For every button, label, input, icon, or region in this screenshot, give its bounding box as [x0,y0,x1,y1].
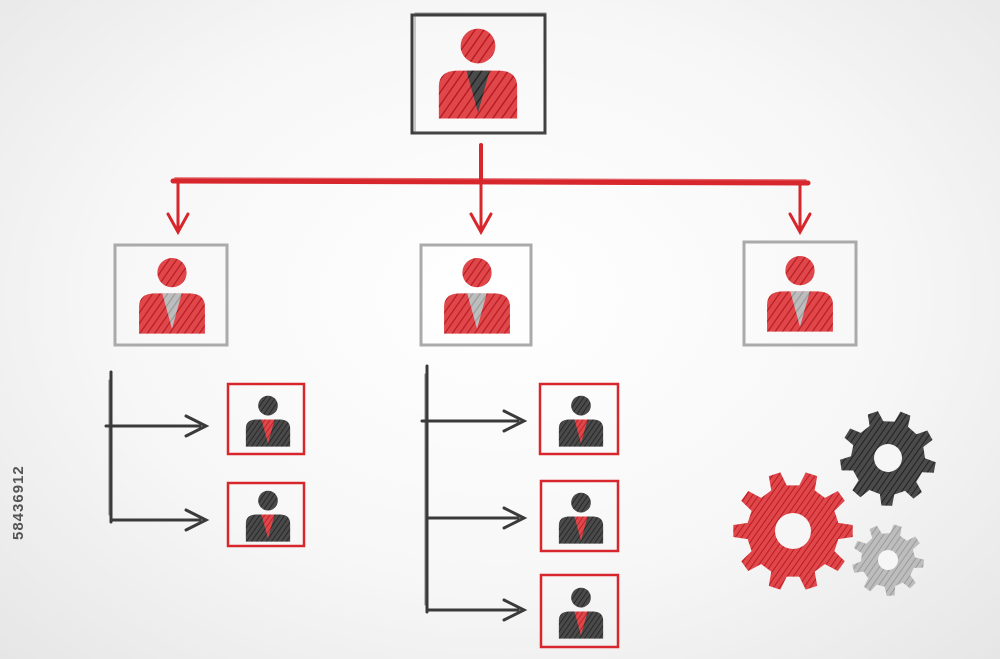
left-branch-connectors [104,370,210,532]
gear-icon [852,524,924,596]
org-node-manager-center [419,243,533,347]
gear-icon [840,411,936,506]
top-connectors [166,143,812,236]
person-icon [245,395,291,447]
org-node-staff-left-2 [226,481,306,548]
org-node-staff-center-3 [539,573,620,649]
arrow-icon [184,508,210,532]
org-node-staff-center-1 [538,382,620,456]
arrow-icon [502,598,528,622]
person-icon [558,395,604,447]
connector-line [174,177,807,181]
arrow-icon [788,212,812,236]
arrow-icon [502,506,528,530]
person-icon [558,587,604,639]
node-frame [742,240,858,347]
person-icon [767,255,833,332]
org-node-staff-left-1 [226,382,306,456]
node-frame [226,481,306,548]
node-frame [539,479,620,553]
org-node-manager-right [742,240,858,347]
node-frame [538,382,620,456]
org-node-manager-left [113,243,229,347]
gear-icon [733,472,853,590]
person-icon [558,492,604,544]
arrow-icon [166,212,190,236]
person-icon [139,257,205,334]
person-icon [438,28,518,119]
center-branch-connectors [420,364,528,622]
node-frame [226,382,306,456]
stock-id-watermark: 58436912 [10,465,27,540]
arrow-icon [184,414,210,438]
person-icon [444,257,510,334]
node-frame [539,573,620,649]
gears-decoration [733,411,936,596]
arrow-icon [502,409,528,433]
org-node-top-manager [410,12,547,135]
node-frame [419,243,533,347]
person-icon [245,490,291,542]
node-frame [113,243,229,347]
connector-line [170,178,811,186]
arrow-icon [469,212,493,236]
org-node-staff-center-2 [539,479,620,553]
